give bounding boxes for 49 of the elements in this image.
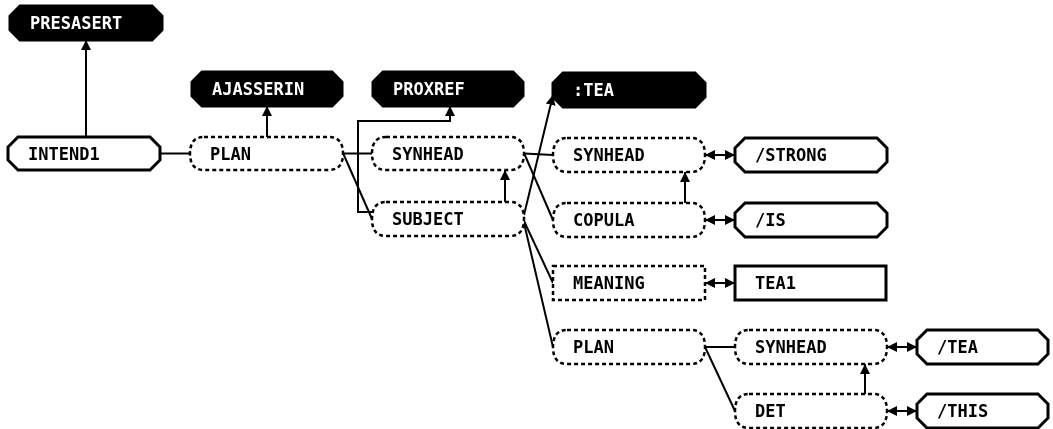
octagon-node: [8, 137, 160, 170]
octagon-node: [735, 138, 887, 172]
node-label: SYNHEAD: [392, 145, 464, 162]
inverted-octagon-node: [10, 6, 162, 40]
rect-node: [735, 266, 886, 300]
dashed-rounded-node: [735, 330, 887, 364]
node-label: PRESASERT: [30, 14, 123, 32]
dashed-rounded-node: [372, 137, 524, 170]
node-label: /STRONG: [755, 146, 827, 164]
dashed-rounded-node: [553, 203, 705, 237]
arrow: [886, 342, 918, 352]
arrow: [704, 150, 736, 160]
connector-line: [342, 152, 373, 220]
node-label: SUBJECT: [392, 210, 464, 228]
dashed-rounded-node: [553, 138, 705, 172]
dashed-rounded-node: [372, 202, 524, 236]
connector-line: [523, 220, 554, 284]
node-label: /TEA: [937, 338, 978, 356]
node-label: MEANING: [573, 274, 645, 292]
connector-line: [704, 346, 736, 412]
node-label: :TEA: [573, 81, 614, 99]
node-label: /IS: [755, 211, 786, 229]
connector-line: [523, 152, 554, 221]
connector-line: [523, 152, 554, 156]
arrow: [886, 406, 918, 416]
node-label: /THIS: [937, 402, 989, 420]
node-label: PLAN: [573, 338, 614, 356]
dashed-rounded-node: [553, 330, 705, 364]
inverted-octagon-node: [553, 73, 705, 107]
dashed-rect-node: [553, 266, 705, 300]
node-label: INTEND1: [28, 145, 100, 162]
arrow: [704, 215, 736, 225]
octagon-node: [917, 394, 1048, 428]
inverted-octagon-node: [373, 72, 523, 106]
node-label: PLAN: [210, 145, 251, 162]
inverted-octagon-node: [192, 72, 342, 106]
node-label: COPULA: [573, 211, 635, 229]
octagon-node: [917, 330, 1048, 364]
node-label: PROXREF: [393, 80, 465, 98]
node-label: SYNHEAD: [755, 338, 827, 356]
node-label: DET: [755, 402, 786, 420]
octagon-node: [735, 203, 887, 237]
connector-line: [704, 346, 736, 348]
dashed-rounded-node: [735, 394, 887, 428]
connector-line: [342, 152, 373, 155]
node-label: AJASSERIN: [212, 80, 305, 98]
dashed-rounded-node: [190, 137, 343, 170]
node-label: TEA1: [755, 274, 796, 292]
node-label: SYNHEAD: [573, 146, 645, 164]
